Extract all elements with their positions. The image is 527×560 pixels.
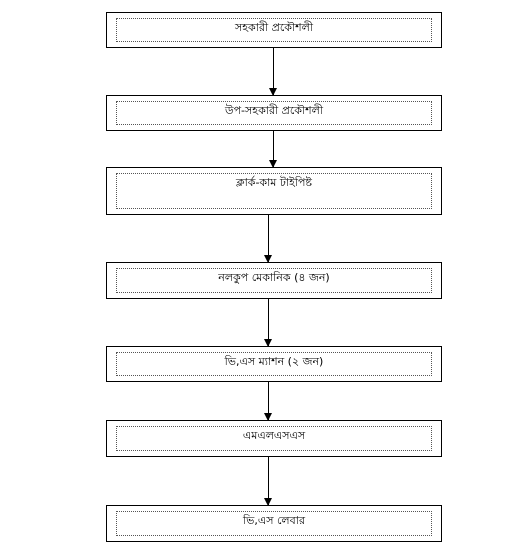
arrow-2 <box>269 131 277 168</box>
node-inner-frame <box>116 352 432 376</box>
node-label: ভি,এস ম্যাশন (২ জন) <box>224 355 324 368</box>
node-mlss: এমএলএসএস <box>106 420 442 457</box>
node-inner-frame <box>116 511 432 536</box>
node-label: উপ-সহকারী প্রকৌশলী <box>225 104 323 117</box>
arrow-5 <box>264 382 272 421</box>
node-tubewell-mechanic: নলকুপ মেকানিক (৪ জন) <box>106 262 442 299</box>
node-vs-labour: ভি,এস লেবার <box>106 505 442 542</box>
node-inner-frame <box>116 268 432 293</box>
arrow-6 <box>264 457 272 506</box>
node-inner-frame <box>116 426 432 451</box>
node-vs-mason: ভি,এস ম্যাশন (২ জন) <box>106 346 442 382</box>
node-assistant-engineer: সহকারী প্রকৌশলী <box>106 12 442 48</box>
arrow-3 <box>264 215 272 263</box>
node-sub-assistant-engineer: উপ-সহকারী প্রকৌশলী <box>106 95 442 131</box>
node-label: নলকুপ মেকানিক (৪ জন) <box>218 271 330 284</box>
arrow-4 <box>264 299 272 347</box>
node-inner-frame <box>116 173 432 209</box>
node-label: সহকারী প্রকৌশলী <box>235 21 313 34</box>
node-inner-frame <box>116 18 432 42</box>
node-label: এমএলএসএস <box>242 429 306 442</box>
node-inner-frame <box>116 101 432 125</box>
arrow-1 <box>269 48 277 96</box>
node-label: ভি,এস লেবার <box>243 514 305 527</box>
node-label: ক্লার্ক-কাম টাইপিষ্ট <box>235 176 313 189</box>
node-clerk-typist: ক্লার্ক-কাম টাইপিষ্ট <box>106 167 442 215</box>
